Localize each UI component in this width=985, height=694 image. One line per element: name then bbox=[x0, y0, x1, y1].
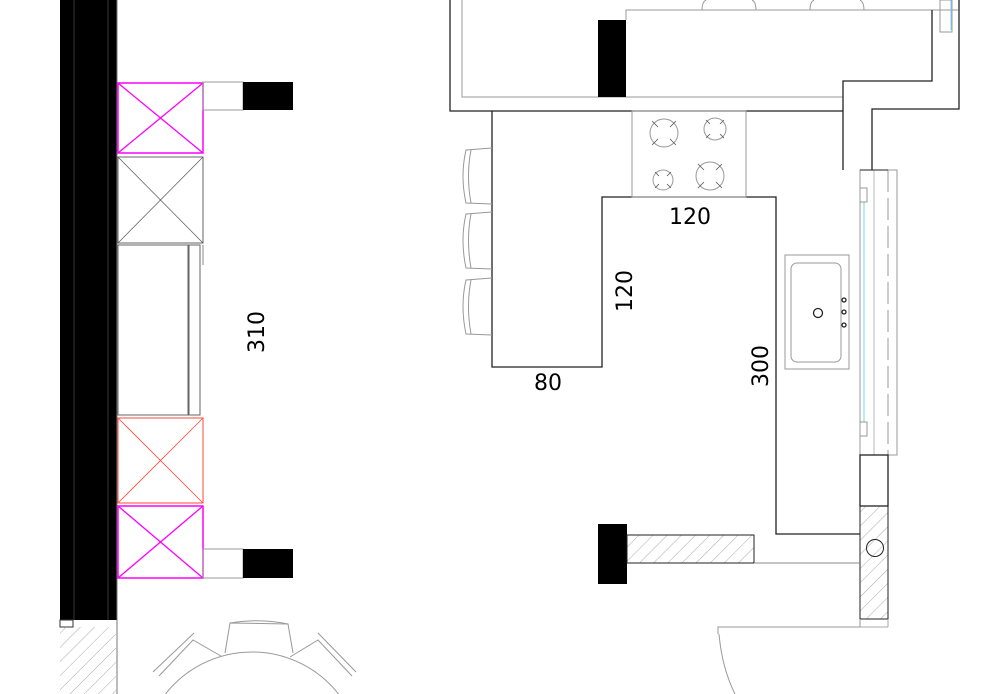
bar-stools bbox=[462, 147, 493, 336]
cooktop bbox=[631, 110, 747, 198]
cabinet-gray bbox=[117, 156, 204, 244]
top-walls bbox=[449, 0, 960, 170]
door-swing bbox=[718, 633, 736, 694]
cabinet-red bbox=[117, 417, 204, 504]
burner-icon bbox=[649, 117, 727, 191]
window bbox=[859, 169, 898, 456]
wall-stub-bottom bbox=[202, 548, 293, 579]
left-wall bbox=[59, 0, 118, 694]
cabinet-magenta-bottom bbox=[117, 505, 204, 579]
dimension-cooktop-width: 120 bbox=[669, 205, 711, 230]
dimension-left-run: 310 bbox=[245, 311, 270, 353]
dining-table bbox=[152, 620, 357, 694]
kitchen-counter bbox=[491, 111, 860, 535]
dimension-bar-width: 80 bbox=[534, 371, 562, 396]
dimension-right-run: 300 bbox=[749, 345, 774, 387]
sink bbox=[784, 254, 850, 370]
tall-unit bbox=[117, 244, 204, 416]
lower-right-walls bbox=[598, 454, 889, 694]
dimension-island-depth: 120 bbox=[613, 270, 638, 312]
wall-stub-top bbox=[202, 81, 293, 111]
cabinet-magenta-top bbox=[117, 82, 204, 154]
left-cabinet-run bbox=[117, 81, 293, 579]
